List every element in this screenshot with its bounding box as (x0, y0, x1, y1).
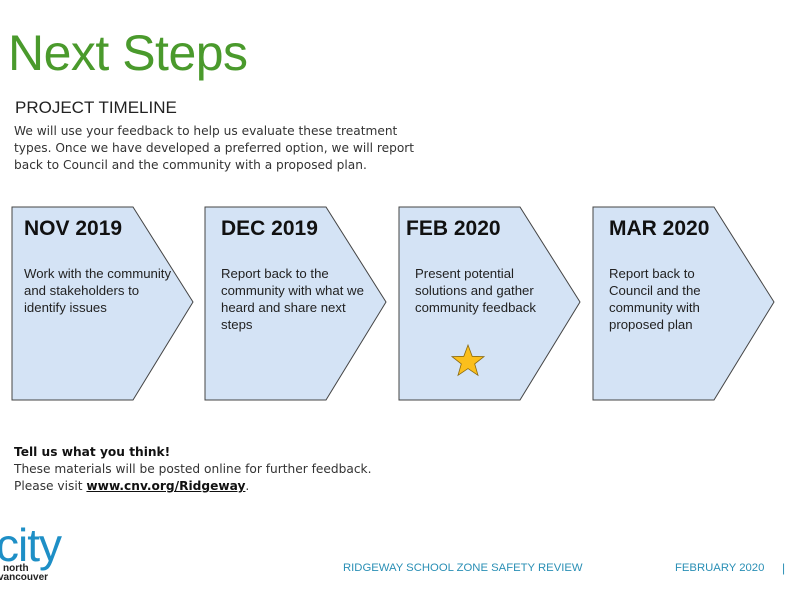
intro-paragraph: We will use your feedback to help us eva… (14, 124, 415, 172)
star-icon (450, 343, 486, 377)
footer-project-title: RIDGEWAY SCHOOL ZONE SAFETY REVIEW (343, 562, 583, 574)
step-description: Report back to the community with what w… (221, 266, 364, 332)
step-date: FEB 2020 (406, 217, 501, 240)
step-description: Work with the community and stakeholders… (24, 266, 172, 315)
footer-separator: | (782, 561, 786, 575)
callout-prefix: Please visit (14, 479, 87, 493)
footer-date: FEBRUARY 2020 (675, 562, 765, 574)
callout-heading: Tell us what you think! (14, 445, 171, 459)
website-link[interactable]: www.cnv.org/Ridgeway (86, 479, 246, 493)
logo-north-text: north (3, 563, 29, 574)
logo-vancouver-text: vancouver (0, 572, 49, 583)
step-date: NOV 2019 (24, 217, 123, 240)
step-date: MAR 2020 (609, 217, 710, 240)
logo-city-text: city (0, 519, 62, 571)
step-date: DEC 2019 (221, 217, 318, 240)
chevron-mar-2020 (592, 206, 775, 401)
section-heading: PROJECT TIMELINE (15, 98, 177, 117)
feedback-callout: Tell us what you think! These materials … (14, 444, 371, 495)
chevron-dec-2019 (204, 206, 387, 401)
page-title: Next Steps (8, 25, 248, 81)
callout-line: These materials will be posted online fo… (14, 462, 372, 476)
step-description: Present potential solutions and gather c… (415, 266, 536, 315)
chevron-feb-2020 (398, 206, 581, 401)
callout-suffix: . (245, 479, 250, 493)
chevron-nov-2019 (11, 206, 194, 401)
step-description: Report back to Council and the community… (609, 266, 701, 332)
